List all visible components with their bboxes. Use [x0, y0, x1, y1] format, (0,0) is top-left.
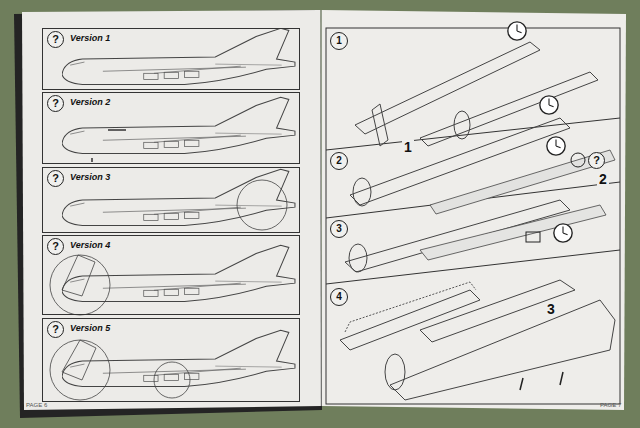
version-panel: Version 5: [42, 318, 300, 402]
step-number: 3: [336, 224, 342, 234]
subassembly-number: 1: [402, 140, 414, 154]
step-number: 1: [336, 36, 342, 46]
step-badge: 1: [330, 32, 348, 50]
question-icon: ?: [47, 170, 64, 187]
version-panel: Version 4: [42, 235, 300, 315]
version-title: Version 2: [70, 97, 110, 107]
page-number: PAGE 6: [26, 402, 47, 408]
step-number: 2: [336, 156, 342, 166]
step-badge: 3: [330, 220, 348, 238]
version-panel: Version 1: [42, 28, 300, 90]
step-number: 4: [336, 292, 342, 302]
version-panel: Version 2: [42, 92, 300, 164]
subassembly-number: 2: [597, 172, 609, 186]
question-icon: ?: [47, 95, 64, 112]
question-icon: ?: [47, 238, 64, 255]
subassembly-number: 3: [545, 302, 557, 316]
version-title: Version 3: [70, 172, 110, 182]
question-icon: ?: [47, 31, 64, 48]
version-title: Version 1: [70, 33, 110, 43]
question-icon: ?: [588, 152, 605, 169]
version-panel: Version 3: [42, 167, 300, 233]
question-icon: ?: [47, 321, 64, 338]
version-title: Version 5: [70, 323, 110, 333]
step-badge: 4: [330, 288, 348, 306]
step-badge: 2: [330, 152, 348, 170]
page-number: PAGE 7: [600, 402, 621, 408]
version-title: Version 4: [70, 240, 110, 250]
